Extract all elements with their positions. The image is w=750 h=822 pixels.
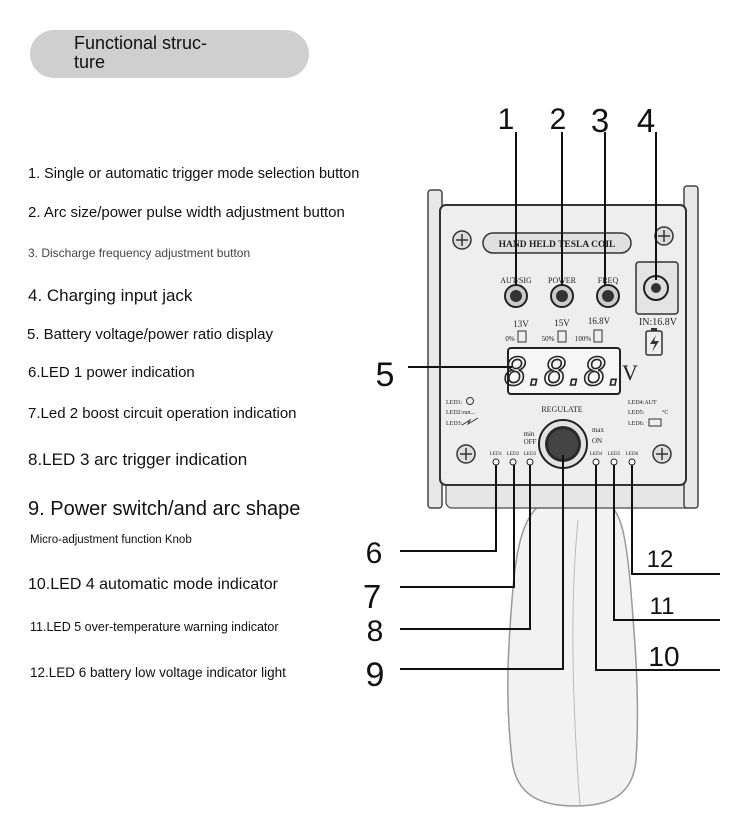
knob-min-label: min — [524, 430, 535, 438]
regulate-knob[interactable] — [538, 419, 588, 469]
page-title: Functional struc- ture — [74, 34, 244, 72]
display-digits: 8.8.8. — [504, 350, 623, 394]
led-label-1: LED1 — [490, 452, 503, 457]
led-label-5: LED5 — [608, 452, 621, 457]
legend-item-10: 10.LED 4 automatic mode indicator — [28, 576, 278, 593]
legend-item-5: 5. Battery voltage/power ratio display — [27, 326, 273, 343]
screw-bottom-left — [456, 444, 476, 464]
power-icon — [466, 397, 474, 405]
led-label-6: LED6 — [626, 452, 639, 457]
callout-7: 7 — [363, 578, 381, 615]
led-label-4: LED4 — [590, 452, 603, 457]
knob-on-label: ON — [592, 437, 602, 445]
voltage-display — [507, 347, 621, 395]
voltage-13v: 13V — [513, 319, 529, 329]
autosig-button[interactable] — [504, 284, 528, 308]
panel-led3-label: LED3: — [446, 421, 463, 427]
led-2-indicator — [509, 458, 517, 466]
percent-0: 0% — [505, 335, 515, 343]
screw-bottom-right — [652, 444, 672, 464]
brand-plate — [482, 232, 632, 254]
callout-3: 3 — [591, 102, 609, 139]
legend-item-1: 1. Single or automatic trigger mode sele… — [28, 166, 360, 182]
battery-half-icon — [557, 330, 567, 343]
callout-4: 4 — [637, 102, 655, 139]
led-label-3: LED3 — [524, 452, 537, 457]
low-battery-icon — [648, 418, 662, 427]
legend-item-3: 3. Discharge frequency adjustment button — [28, 246, 251, 260]
screw-top-right — [654, 226, 674, 246]
battery-empty-icon — [517, 330, 527, 343]
panel-led2-label: LED2:run... — [446, 410, 475, 416]
legend-item-9-sub: Micro-adjustment function Knob — [30, 534, 192, 546]
legend-item-11: 11.LED 5 over-temperature warning indica… — [30, 620, 279, 634]
callout-10: 10 — [648, 641, 679, 672]
panel-led6-label: LED6: — [628, 421, 645, 427]
battery-full-icon — [593, 329, 603, 343]
legend-item-7: 7.Led 2 boost circuit operation indicati… — [28, 405, 297, 422]
knob-max-label: max — [592, 426, 605, 434]
callout-5: 5 — [376, 356, 395, 394]
panel-led5-label: LED5: — [628, 410, 645, 416]
screw-top-left — [452, 230, 472, 250]
panel-temp-label: °C — [662, 409, 668, 416]
brand-plate-text: HAND HELD TESLA COIL — [499, 240, 616, 250]
knob-off-label: OFF — [524, 438, 537, 446]
led-6-indicator — [628, 458, 636, 466]
voltage-168v: 16.8V — [588, 316, 611, 326]
callout-6: 6 — [366, 537, 383, 570]
freq-label: FREQ — [598, 276, 619, 285]
legend-item-8: 8.LED 3 arc trigger indication — [28, 450, 248, 469]
power-button[interactable] — [550, 284, 574, 308]
percent-100: 100% — [575, 335, 592, 343]
led-1-indicator — [492, 458, 500, 466]
led-4-indicator — [592, 458, 600, 466]
panel-led4-label: LED4:AUT — [628, 400, 657, 406]
legend-item-6: 6.LED 1 power indication — [28, 364, 195, 381]
title-line-1: Functional struc- — [74, 33, 208, 53]
led-3-indicator — [526, 458, 534, 466]
panel-led1-label: LED1: — [446, 400, 463, 406]
callout-1: 1 — [498, 103, 515, 136]
led-label-2: LED2 — [507, 452, 520, 457]
led-5-indicator — [610, 458, 618, 466]
legend-item-2: 2. Arc size/power pulse width adjustment… — [28, 204, 345, 221]
title-line-2: ture — [74, 52, 106, 72]
callout-2: 2 — [550, 103, 567, 136]
battery-charge-icon — [645, 328, 663, 356]
percent-50: 50% — [542, 335, 555, 343]
legend-item-4: 4. Charging input jack — [28, 286, 193, 305]
leader-lines — [400, 132, 720, 671]
callout-8: 8 — [367, 615, 384, 648]
freq-button[interactable] — [596, 284, 620, 308]
title-banner: Functional struc- ture — [30, 30, 309, 78]
led-indicators: LED1 LED2 LED3 LED4 LED5 LED6 — [490, 452, 639, 466]
regulate-label: REGULATE — [541, 405, 582, 414]
legend-item-9: 9. Power switch/and arc shape — [28, 498, 301, 520]
callout-12: 12 — [647, 546, 674, 573]
legend-item-12: 12.LED 6 battery low voltage indicator l… — [30, 665, 286, 680]
arc-icon — [461, 417, 479, 426]
display-unit: V — [622, 360, 638, 385]
charge-input-label: IN:16.8V — [639, 317, 678, 328]
callout-11: 11 — [650, 593, 675, 620]
callout-9: 9 — [366, 656, 385, 694]
voltage-15v: 15V — [554, 318, 570, 328]
